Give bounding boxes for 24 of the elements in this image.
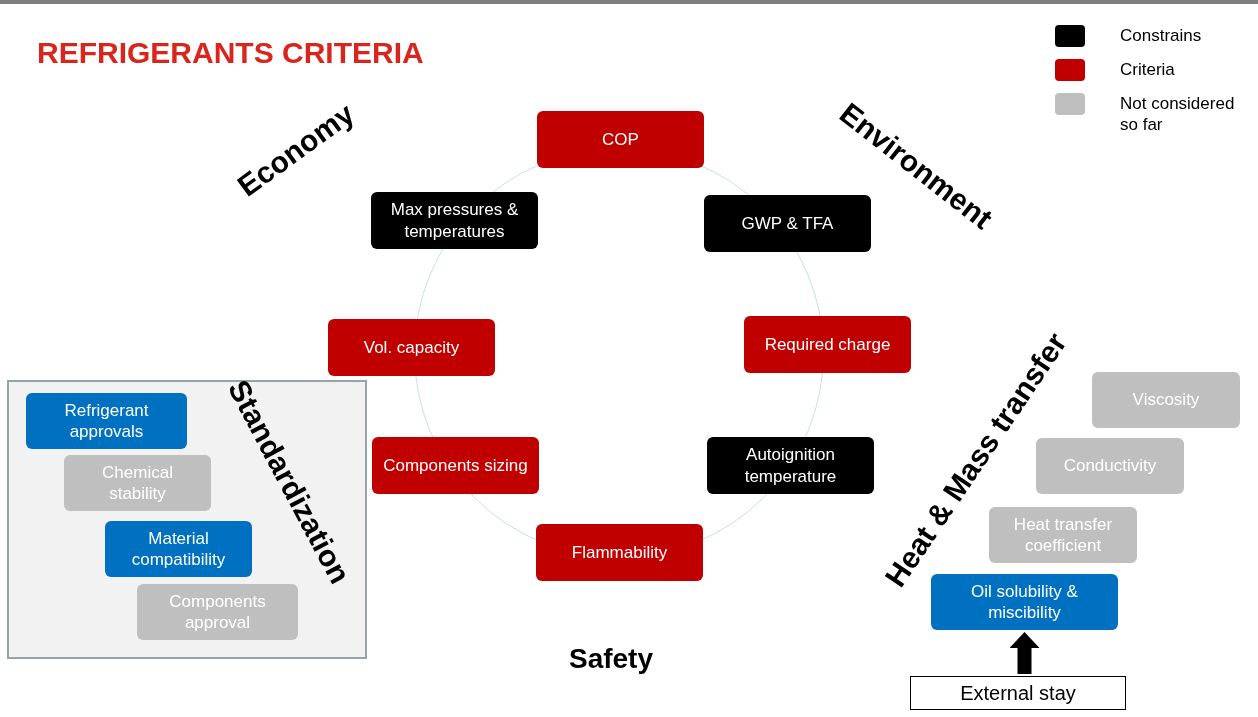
constraint-box: Autoignition temperature — [707, 437, 874, 494]
constraint-box: Max pressures & temperatures — [371, 192, 538, 249]
legend-text: Not considered so far — [1120, 93, 1236, 136]
criteria-box: Flammability — [536, 524, 703, 581]
legend-text: Criteria — [1120, 59, 1175, 81]
not-considered-box: Conductivity — [1036, 438, 1184, 494]
not-considered-box: Heat transfer coefficient — [989, 507, 1137, 563]
criteria-box: Vol. capacity — [328, 319, 495, 376]
category-label: Safety — [569, 645, 653, 673]
legend-text: Constrains — [1120, 25, 1202, 47]
arrow — [1009, 632, 1040, 674]
criteria-box: Components sizing — [372, 437, 539, 494]
standardization-panel — [7, 380, 367, 659]
constraint-box: GWP & TFA — [704, 195, 871, 252]
external-box: Oil solubility & miscibility — [931, 574, 1118, 630]
title: REFRIGERANTS CRITERIA — [37, 38, 424, 68]
not-considered-box: Viscosity — [1092, 372, 1240, 428]
external-box: Refrigerant approvals — [26, 393, 187, 449]
not-considered-box: Chemical stability — [64, 455, 211, 511]
external-stay-box: External stay — [910, 676, 1126, 710]
not-considered-box: Components approval — [137, 584, 298, 640]
external-box: Material compatibility — [105, 521, 252, 577]
criteria-box: COP — [537, 111, 704, 168]
criteria-box: Required charge — [744, 316, 911, 373]
